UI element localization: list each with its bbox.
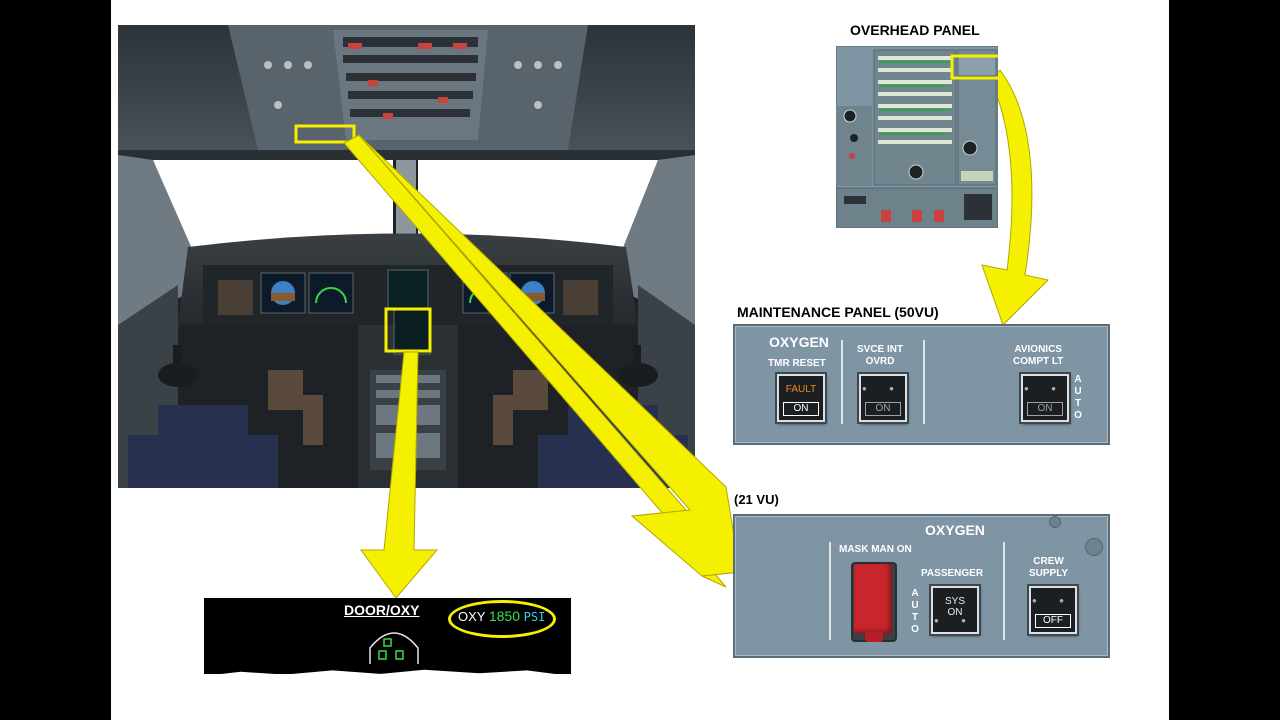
svce-int-line1: SVCE INT (857, 344, 904, 355)
off-legend: OFF (1035, 614, 1071, 628)
svce-on-legend: ON (865, 402, 901, 416)
button-dots: ● ● (934, 616, 976, 625)
panel-divider (829, 542, 831, 640)
svce-int-ovrd-label: SVCE INT OVRD (857, 344, 903, 368)
on-legend: ON (783, 402, 819, 416)
avionics-compt-lt-label: AVIONICS COMPT LT (1013, 344, 1063, 368)
avionics-on-legend: ON (1027, 402, 1063, 416)
avionics-line2: COMPT LT (1013, 356, 1064, 367)
mask-man-on-label: MASK MAN ON (839, 544, 912, 555)
mask-switch-tab (865, 632, 883, 642)
crew-line2: SUPPLY (1029, 568, 1069, 579)
torn-edge (204, 669, 571, 676)
passenger-label: PASSENGER (921, 568, 984, 579)
ecam-page-title: DOOR/OXY (344, 602, 420, 618)
panel-divider (1003, 542, 1005, 640)
avionics-line1: AVIONICS (1014, 344, 1062, 355)
overhead-panel-title: OVERHEAD PANEL (850, 22, 980, 38)
oxygen-title-50vu: OXYGEN (769, 334, 829, 350)
oxy-value: 1850 (488, 608, 520, 624)
sys-on-legend: SYS ON (944, 596, 965, 618)
panel-screw (1085, 538, 1103, 556)
button-dots: ● ● (1032, 596, 1074, 605)
oxygen-title-21vu: OXYGEN (925, 522, 985, 538)
oxy-readout: OXY 1850 PSI (458, 608, 545, 624)
crew-supply-button[interactable]: ● ● OFF (1029, 586, 1077, 634)
overhead-panel-highlight (950, 54, 998, 80)
auto-vertical-label-21vu: AUTO (911, 588, 919, 635)
oxy-label: OXY (458, 609, 486, 624)
overhead-highlight-box (294, 124, 356, 144)
button-dots: ● ● (1024, 384, 1066, 393)
oxy-unit: PSI (523, 610, 546, 624)
panel-divider (841, 340, 843, 424)
svce-int-line2: OVRD (865, 356, 895, 367)
auto-vertical-label-50vu: AUTO (1074, 374, 1082, 421)
overhead-panel-image (836, 46, 998, 228)
crew-line1: CREW (1033, 556, 1064, 567)
tmr-reset-button[interactable]: FAULT ON (777, 374, 825, 422)
passenger-sys-on-button[interactable]: SYS ON ● ● (931, 586, 979, 634)
oxy-highlight-ellipse (448, 600, 556, 638)
maintenance-panel-title: MAINTENANCE PANEL (50VU) (737, 304, 939, 320)
panel-21vu-title: (21 VU) (734, 492, 779, 507)
cockpit-photo (118, 25, 695, 488)
panel-divider (923, 340, 925, 424)
oxygen-panel-21vu: OXYGEN MASK MAN ON AUTO PASSENGER SYS ON… (733, 514, 1110, 658)
crew-supply-label: CREW SUPPLY (1029, 556, 1068, 580)
fuselage-outline (369, 632, 419, 664)
ecam-door-oxy-display: DOOR/OXY OXY 1850 PSI (204, 598, 571, 676)
tmr-reset-label: TMR RESET (768, 358, 826, 369)
mask-man-on-switch[interactable] (854, 564, 892, 634)
button-dots: ● ● (862, 384, 904, 393)
svce-int-ovrd-button[interactable]: ● ● ON (859, 374, 907, 422)
panel-screw (1049, 516, 1061, 528)
fault-legend: FAULT (785, 384, 817, 395)
maintenance-panel: OXYGEN TMR RESET FAULT ON SVCE INT OVRD … (733, 324, 1110, 445)
avionics-compt-lt-button[interactable]: ● ● ON (1021, 374, 1069, 422)
